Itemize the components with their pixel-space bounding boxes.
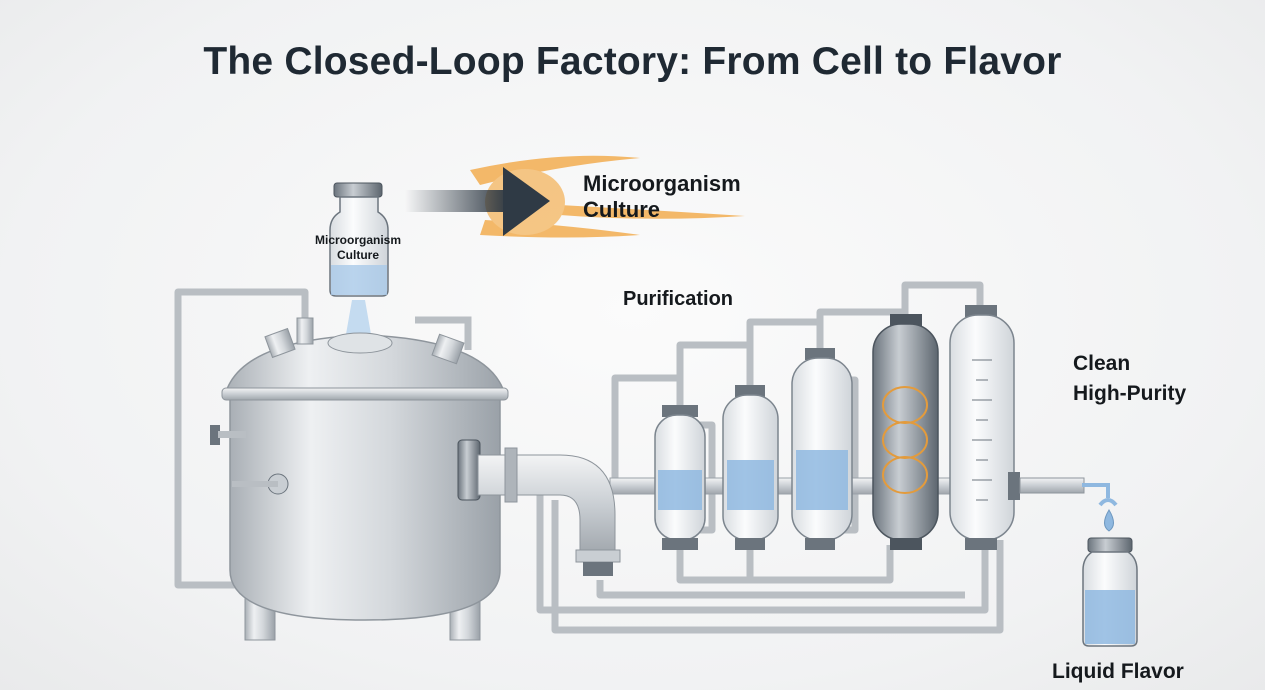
vial-label-line2: Culture: [337, 248, 379, 262]
page-title: The Closed-Loop Factory: From Cell to Fl…: [203, 40, 1062, 83]
dispensing-stream: [345, 300, 372, 340]
purification-label: Purification: [623, 288, 733, 310]
tank-outlet-elbow: [457, 439, 621, 576]
culture-label-line2: Culture: [583, 197, 660, 222]
clean-label-line2: High-Purity: [1073, 382, 1186, 405]
flavor-bottle: [1082, 537, 1138, 647]
purification-column-1: [654, 405, 706, 550]
fermentation-tank: [210, 316, 509, 641]
droplet-icon: [1104, 509, 1114, 532]
culture-label-line1: Microorganism: [583, 171, 741, 196]
purification-column-2: [722, 385, 779, 550]
scale-marks: [972, 359, 992, 501]
liquid-flavor-label: Liquid Flavor: [1052, 660, 1184, 683]
purification-column-4: [872, 314, 939, 550]
transfer-arrow: [405, 155, 745, 238]
vial-label-line1: Microorganism: [315, 233, 401, 247]
resin-coil: [882, 386, 928, 494]
culture-vial: Microorganism Culture: [315, 182, 401, 340]
outlet-pipe: [1008, 472, 1118, 532]
purification-column-3: [791, 348, 853, 550]
purification-column-5: [949, 305, 1015, 550]
clean-label-line1: Clean: [1073, 352, 1130, 375]
